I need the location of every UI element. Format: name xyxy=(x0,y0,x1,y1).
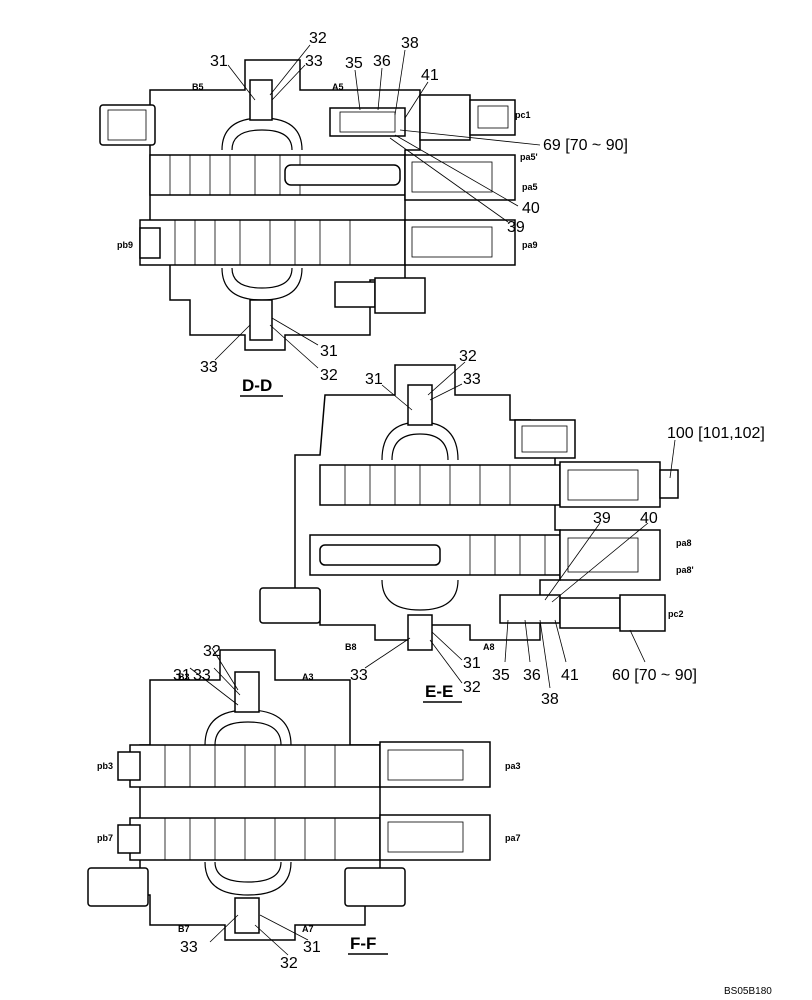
callout-ee-100: 100 [101,102] xyxy=(667,425,765,442)
callout-ff-33-bottom: 33 xyxy=(180,939,198,956)
callout-ee-31-top: 31 xyxy=(365,371,383,388)
callout-ff-31-top: 31 xyxy=(173,667,191,684)
port-ff-pb7: pb7 xyxy=(97,833,113,843)
callout-dd-32-bottom: 32 xyxy=(320,367,338,384)
callout-dd-31-top: 31 xyxy=(210,53,228,70)
callout-dd-40: 40 xyxy=(522,200,540,217)
section-ff-labels: 32 33 31 33 31 32 B3 A3 pb3 pa3 pb7 pa7 … xyxy=(97,643,521,972)
section-title-dd: D-D xyxy=(242,376,272,395)
section-ee-leaders xyxy=(364,361,676,689)
callout-ff-32-top: 32 xyxy=(203,643,221,660)
callout-ee-31-bottom: 31 xyxy=(463,655,481,672)
port-ff-pa7: pa7 xyxy=(505,833,521,843)
port-ff-pb3: pb3 xyxy=(97,761,113,771)
callout-dd-38: 38 xyxy=(401,35,419,52)
callout-dd-36: 36 xyxy=(373,53,391,70)
port-dd-pa5p: pa5' xyxy=(520,152,538,162)
callout-ee-32-top: 32 xyxy=(459,348,477,365)
port-dd-pc1: pc1 xyxy=(515,110,531,120)
section-ff-drawing xyxy=(87,649,491,941)
section-ee-labels: 32 33 31 100 [101,102] 39 40 33 31 32 35… xyxy=(345,348,765,708)
port-ee-pa8p: pa8' xyxy=(676,565,694,575)
callout-dd-33-bottom: 33 xyxy=(200,359,218,376)
section-ee-drawing xyxy=(259,364,679,651)
callout-ee-41: 41 xyxy=(561,667,579,684)
port-ee-pa8: pa8 xyxy=(676,538,692,548)
port-dd-b5: B5 xyxy=(192,82,204,92)
port-ff-a7: A7 xyxy=(302,924,314,934)
callout-dd-31-bottom: 31 xyxy=(320,343,338,360)
port-dd-pb9: pb9 xyxy=(117,240,133,250)
port-ee-b8: B8 xyxy=(345,642,357,652)
port-dd-pa5: pa5 xyxy=(522,182,538,192)
section-dd-labels: 32 33 31 35 36 38 41 69 [70 ~ 90] 40 39 … xyxy=(117,30,628,397)
figure-reference: BS05B180 xyxy=(724,986,772,997)
port-ff-b3: B3 xyxy=(178,672,190,682)
callout-dd-32-top: 32 xyxy=(309,30,327,47)
callout-dd-35: 35 xyxy=(345,55,363,72)
callout-ee-33-bottom: 33 xyxy=(350,667,368,684)
callout-ff-32-bottom: 32 xyxy=(280,955,298,972)
callout-dd-69: 69 [70 ~ 90] xyxy=(543,137,628,154)
section-dd-leaders xyxy=(214,44,541,369)
port-dd-a5: A5 xyxy=(332,82,344,92)
section-ff-leaders xyxy=(189,647,309,956)
port-dd-pa9: pa9 xyxy=(522,240,538,250)
port-ff-a3: A3 xyxy=(302,672,314,682)
port-ff-b7: B7 xyxy=(178,924,190,934)
callout-dd-41: 41 xyxy=(421,67,439,84)
callout-dd-33-top: 33 xyxy=(305,53,323,70)
callout-ee-60: 60 [70 ~ 90] xyxy=(612,667,697,684)
section-dd-drawing xyxy=(99,59,516,351)
section-title-ff: F-F xyxy=(350,934,376,953)
callout-ff-33-top: 33 xyxy=(193,667,211,684)
callout-ee-32-bottom: 32 xyxy=(463,679,481,696)
callout-ee-39: 39 xyxy=(593,510,611,527)
callout-ee-33-top: 33 xyxy=(463,371,481,388)
port-ff-pa3: pa3 xyxy=(505,761,521,771)
callout-dd-39: 39 xyxy=(507,219,525,236)
callout-ee-36: 36 xyxy=(523,667,541,684)
callout-ee-38: 38 xyxy=(541,691,559,708)
port-ee-pc2: pc2 xyxy=(668,609,684,619)
callout-ee-35: 35 xyxy=(492,667,510,684)
callout-ee-40: 40 xyxy=(640,510,658,527)
section-title-ee: E-E xyxy=(425,682,453,701)
port-ee-a8: A8 xyxy=(483,642,495,652)
callout-ff-31-bottom: 31 xyxy=(303,939,321,956)
